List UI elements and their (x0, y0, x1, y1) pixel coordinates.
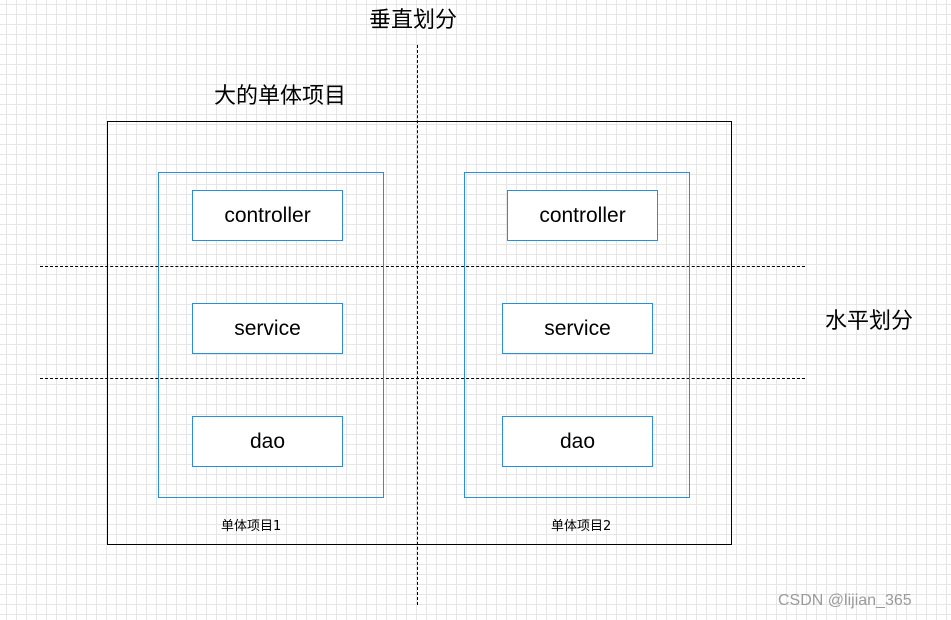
project1-controller-layer: controller (192, 190, 343, 241)
horizontal-divider-line-bottom (40, 378, 805, 379)
big-project-label: 大的单体项目 (214, 84, 347, 109)
project2-box (464, 172, 690, 498)
project2-dao-layer: dao (502, 416, 653, 467)
vertical-divider-line (417, 45, 418, 605)
project2-service-layer: service (502, 303, 653, 354)
project1-label: 单体项目1 (221, 519, 282, 534)
big-project-box (107, 121, 732, 545)
csdn-watermark: CSDN @lijian_365 (778, 592, 912, 609)
project2-controller-layer: controller (507, 190, 658, 241)
project2-label: 单体项目2 (551, 519, 612, 534)
vertical-split-label: 垂直划分 (369, 8, 458, 33)
project1-dao-layer: dao (192, 416, 343, 467)
horizontal-split-label: 水平划分 (825, 309, 914, 334)
horizontal-divider-line-top (40, 266, 805, 267)
project1-service-layer: service (192, 303, 343, 354)
project1-box (158, 172, 384, 498)
